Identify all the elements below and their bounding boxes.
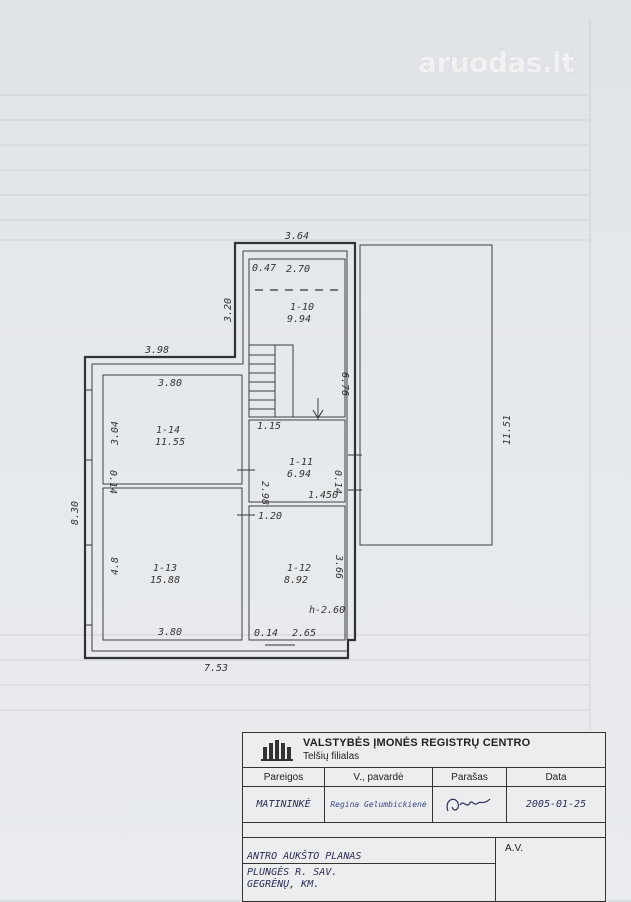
dim-top: 3.64 <box>284 231 309 242</box>
registry-stamp: VALSTYBĖS ĮMONĖS REGISTRŲ CENTRO Telšių … <box>242 732 606 902</box>
dim-304: 3.04 <box>110 421 121 446</box>
dim-48: 4.8 <box>110 557 121 575</box>
down-arrow-icon <box>312 409 324 419</box>
value-name: Regina Gelumbickienė <box>325 787 433 823</box>
dim-380-bottom: 3.80 <box>157 627 182 638</box>
dim-120: 1.20 <box>258 511 282 522</box>
dim-annex-height: 11.51 <box>502 415 513 445</box>
room-1-11-id: 1-11 <box>289 457 313 468</box>
value-position: MATININKĖ <box>243 787 325 823</box>
header-position: Pareigos <box>243 767 325 787</box>
room-1-14-area: 11.55 <box>155 437 185 448</box>
outer-walls <box>83 241 357 660</box>
dim-014-left: 0.14 <box>107 470 118 494</box>
dim-270: 2.70 <box>286 264 310 275</box>
room-1-13-outline <box>102 487 243 641</box>
dim-366: 3.66 <box>333 554 344 579</box>
stamp-org: VALSTYBĖS ĮMONĖS REGISTRŲ CENTRO <box>303 737 531 749</box>
annex-outline <box>359 244 493 546</box>
dim-014-bottom: 0.14 <box>254 628 278 639</box>
dim-265: 2.65 <box>292 628 316 639</box>
room-1-13-area: 15.88 <box>150 575 180 586</box>
window-marks <box>85 389 362 646</box>
header-signature: Parašas <box>433 767 507 787</box>
dim-upper-left-width: 3.98 <box>144 345 169 356</box>
room-1-12-outline <box>248 505 346 641</box>
stamp-row-divider <box>243 837 605 838</box>
signature <box>433 787 507 823</box>
plan-title: ANTRO AUKŠTO PLANAS <box>247 851 362 862</box>
stamp-divider <box>243 863 495 864</box>
background-table-lines <box>0 20 591 730</box>
room-1-11-outline <box>248 419 346 503</box>
room-1-10-id: 1-10 <box>290 302 314 313</box>
room-1-12-id: 1-12 <box>287 563 311 574</box>
dim-014-right: 0.14 <box>332 470 343 494</box>
stamp-branch: Telšių filialas <box>303 751 360 762</box>
dim-676: 6.76 <box>339 372 350 396</box>
value-date: 2005-01-25 <box>507 787 605 823</box>
av-label: A.V. <box>505 843 523 854</box>
dim-115: 1.15 <box>257 421 281 432</box>
aruodas-watermark: aruodas.lt <box>418 46 575 79</box>
room-1-12-area: 8.92 <box>284 575 308 586</box>
signature-scribble <box>446 798 490 811</box>
room-1-10-outline <box>248 258 346 418</box>
dim-height: h-2.60 <box>309 605 345 616</box>
dim-1450: 1.450 <box>308 490 338 501</box>
dim-298: 2.98 <box>259 481 270 505</box>
registry-logo-icon <box>261 740 293 761</box>
inner-wall-upper <box>243 250 348 640</box>
dim-upper-left-height: 3.20 <box>223 298 234 323</box>
staircase <box>248 344 294 418</box>
room-1-10-area: 9.94 <box>287 314 311 325</box>
header-name: V., pavardė <box>325 767 433 787</box>
dim-bottom: 7.53 <box>204 663 228 674</box>
room-1-13-id: 1-13 <box>153 563 177 574</box>
room-1-11-area: 6.94 <box>287 469 311 480</box>
dim-total-height: 8.30 <box>70 501 81 525</box>
room-1-14-id: 1-14 <box>156 425 180 436</box>
dim-047: 0.47 <box>252 263 276 274</box>
address-line-2: GEGRĖNŲ, KM. <box>247 879 320 890</box>
room-1-14-outline <box>102 374 243 485</box>
dim-380-top: 3.80 <box>157 378 182 389</box>
inner-wall-left <box>92 251 244 365</box>
stamp-vertical-divider <box>495 837 496 901</box>
header-date: Data <box>507 767 605 787</box>
address-line-1: PLUNGĖS R. SAV. <box>247 867 338 878</box>
